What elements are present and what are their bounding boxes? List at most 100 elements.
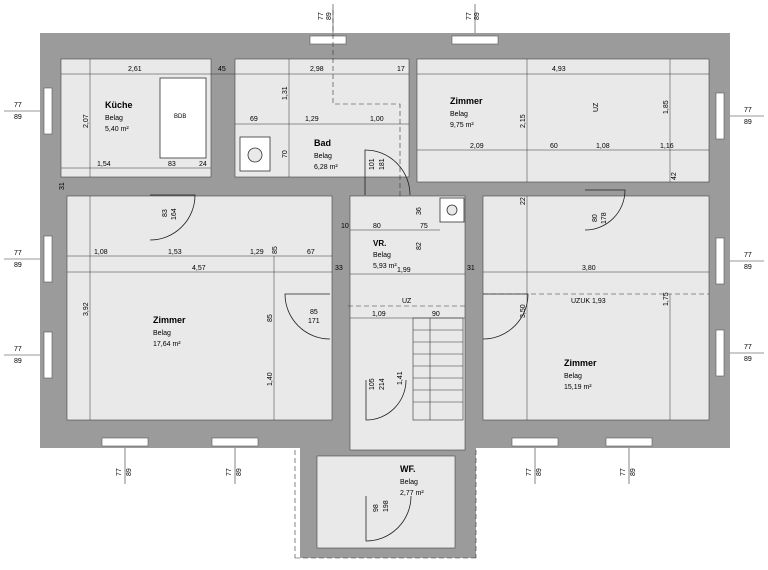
mark-bottom: 89 <box>744 119 752 126</box>
room-belag-zimmer-ne: Belag <box>450 111 468 118</box>
window-marks <box>4 4 764 484</box>
room-name-bad: Bad <box>314 138 331 148</box>
mark-bottom: 89 <box>14 114 22 121</box>
room-name-zimmer-w: Zimmer <box>153 315 186 325</box>
mark-bottom: 89 <box>326 12 333 20</box>
dim-label: UZ <box>402 298 412 305</box>
dim-label: 17 <box>397 66 405 73</box>
dim-label: 1,08 <box>596 143 610 150</box>
dim-label: 45 <box>218 66 226 73</box>
dim-label: 1,00 <box>370 116 384 123</box>
mark-bottom: 89 <box>14 358 22 365</box>
dim-label: 181 <box>379 158 386 170</box>
dim-label: 3,92 <box>83 302 90 316</box>
door-swings <box>149 149 626 542</box>
dim-label: 36 <box>416 207 423 215</box>
dim-label: 60 <box>550 143 558 150</box>
dim-label: 85 <box>267 314 274 322</box>
dim-label: 82 <box>416 242 423 250</box>
dim-label: 33 <box>335 265 343 272</box>
room-area-vr: 5,93 m² <box>373 263 397 270</box>
dim-label: 178 <box>601 212 608 224</box>
dim-label: 1,41 <box>397 371 404 385</box>
windows <box>43 35 725 447</box>
dim-label: 83 <box>168 161 176 168</box>
dim-label: UZUK 1,93 <box>571 298 606 305</box>
mark-top: 77 <box>226 468 233 476</box>
mark-bottom: 89 <box>236 468 243 476</box>
dim-label: 1,16 <box>660 143 674 150</box>
dim-label: 90 <box>432 311 440 318</box>
mark-bottom: 89 <box>536 468 543 476</box>
dim-label: 198 <box>383 500 390 512</box>
room-belag-vr: Belag <box>373 252 391 259</box>
room-name-kueche: Küche <box>105 100 133 110</box>
dim-label: 3,50 <box>520 304 527 318</box>
dim-label: 1,54 <box>97 161 111 168</box>
dim-label: 80 <box>373 223 381 230</box>
room-area-bad: 6,28 m² <box>314 164 338 171</box>
mark-top: 77 <box>14 346 22 353</box>
mark-top: 77 <box>744 107 752 114</box>
dim-label: 1,31 <box>282 86 289 100</box>
mark-top: 77 <box>466 12 473 20</box>
dim-label: 3,80 <box>582 265 596 272</box>
dim-label: 2,09 <box>470 143 484 150</box>
room-name-wf: WF. <box>400 464 416 474</box>
dimension-labels: 2,61 45 2,98 17 4,93 69 1,29 1,00 1,54 8… <box>59 66 678 512</box>
dim-label: 1,53 <box>168 249 182 256</box>
dim-label: 69 <box>250 116 258 123</box>
dim-label: 2,15 <box>520 114 527 128</box>
room-floors <box>60 58 710 549</box>
dim-label: 22 <box>520 197 527 205</box>
dim-label: 1,75 <box>663 292 670 306</box>
dim-label: 4,57 <box>192 265 206 272</box>
mark-top: 77 <box>620 468 627 476</box>
room-name-zimmer-ne: Zimmer <box>450 96 483 106</box>
dim-label: 85 <box>272 246 279 254</box>
room-area-zimmer-se: 15,19 m² <box>564 384 592 391</box>
mark-bottom: 89 <box>474 12 481 20</box>
mark-top: 77 <box>526 468 533 476</box>
dim-label: 1,85 <box>663 100 670 114</box>
mark-bottom: 89 <box>744 264 752 271</box>
mark-top: 77 <box>744 252 752 259</box>
dim-label: 24 <box>199 161 207 168</box>
dim-label: 105 <box>369 378 376 390</box>
dim-label: 1,09 <box>372 311 386 318</box>
room-area-zimmer-w: 17,64 m² <box>153 341 181 348</box>
dimension-lines <box>61 59 709 420</box>
dim-label: 1,29 <box>305 116 319 123</box>
room-name-zimmer-se: Zimmer <box>564 358 597 368</box>
dim-label: 85 <box>310 309 318 316</box>
mark-top: 77 <box>744 344 752 351</box>
dim-label: 1,40 <box>267 372 274 386</box>
dim-label: 2,61 <box>128 66 142 73</box>
mark-bottom: 89 <box>630 468 637 476</box>
mark-bottom: 89 <box>14 262 22 269</box>
room-belag-wf: Belag <box>400 479 418 486</box>
room-belag-bad: Belag <box>314 153 332 160</box>
dim-label: 164 <box>171 208 178 220</box>
mark-top: 77 <box>14 250 22 257</box>
mark-bottom: 89 <box>744 356 752 363</box>
fixture-label: BDB <box>174 114 186 120</box>
dim-label: 2,07 <box>83 114 90 128</box>
dim-label: 10 <box>341 223 349 230</box>
dim-label: 70 <box>282 150 289 158</box>
dim-label: 1,99 <box>397 267 411 274</box>
mark-top: 77 <box>318 12 325 20</box>
guide-lines <box>294 10 709 559</box>
room-labels: Küche Belag 5,40 m² BDB Bad Belag 6,28 m… <box>105 96 597 497</box>
mark-top: 77 <box>116 468 123 476</box>
dim-label: 98 <box>373 504 380 512</box>
dim-label: 80 <box>592 214 599 222</box>
shafts <box>159 77 465 223</box>
mark-bottom: 89 <box>126 468 133 476</box>
dim-label: 31 <box>59 182 66 190</box>
dim-label: 171 <box>308 318 320 325</box>
room-name-vr: VR. <box>373 239 386 248</box>
room-area-kueche: 5,40 m² <box>105 126 129 133</box>
dim-label: 1,08 <box>94 249 108 256</box>
